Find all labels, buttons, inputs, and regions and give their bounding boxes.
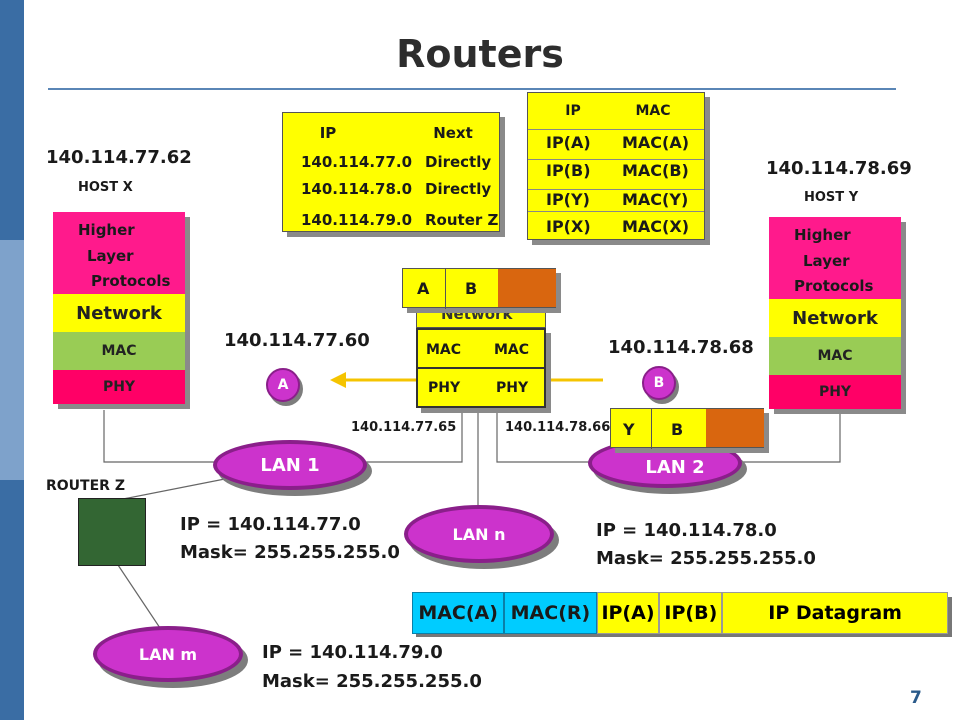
arp-header-ip: IP [565, 103, 581, 119]
frame: MAC(A) MAC(R) IP(A) IP(B) IP Datagram [412, 592, 948, 634]
arp-row-3-mac: MAC(Y) [622, 190, 689, 209]
host-x-mac-layer: MAC [53, 332, 185, 370]
routerz-lanm-line [117, 564, 161, 629]
frame-ip-a: IP(A) [596, 592, 660, 634]
router-z-label: ROUTER Z [46, 478, 125, 494]
routing-row-3-next: Router Z [425, 211, 499, 229]
router-packet-ab: A B [402, 268, 556, 309]
router-mac-phy-divider [418, 367, 544, 369]
router-packet-orange [498, 269, 556, 307]
router-mac-right: MAC [494, 342, 530, 358]
page-number: 7 [910, 688, 922, 708]
host-x-network-layer: Network [53, 294, 185, 332]
router-phy-left: PHY [428, 380, 461, 396]
arp-row-divider-3 [528, 189, 704, 190]
router-packet-divider-1 [445, 269, 446, 309]
hosty-lan2-line [740, 410, 841, 463]
routing-row-2-ip: 140.114.78.0 [301, 180, 413, 198]
host-x-higher-text-2: Layer [87, 247, 134, 265]
host-y-higher-text-1: Higher [794, 226, 851, 244]
packet-yb-divider [651, 409, 652, 449]
title-divider [48, 88, 896, 90]
arp-row-3-ip: IP(Y) [546, 190, 590, 209]
host-y-higher-layer: Higher Layer Protocols [769, 217, 901, 299]
frame-ip-b: IP(B) [659, 592, 723, 634]
routing-row-2-next: Directly [425, 180, 492, 198]
arp-header-mac: MAC [635, 103, 671, 119]
host-x-stack: Higher Layer Protocols Network MAC PHY [53, 212, 185, 404]
packet-y-label: Y [623, 420, 635, 439]
arp-row-divider-1 [528, 129, 704, 130]
router-left-iface-ip: 140.114.77.65 [351, 420, 457, 435]
router-z-box [78, 498, 146, 566]
routing-header-next: Next [433, 124, 473, 142]
arp-row-divider-4 [528, 211, 704, 212]
hostx-lan1-line [103, 410, 225, 463]
host-y-higher-text-2: Layer [803, 252, 850, 270]
lan-n-ellipse: LAN n [404, 505, 554, 563]
node-b-marker: B [642, 366, 676, 400]
host-x-higher-text-1: Higher [78, 221, 135, 239]
arp-row-2-ip: IP(B) [546, 161, 591, 180]
arp-row-divider-2 [528, 159, 704, 160]
frame-mac-a: MAC(A) [412, 592, 505, 634]
host-y-stack: Higher Layer Protocols Network MAC PHY [769, 217, 901, 409]
sidebar-band-light [0, 240, 24, 480]
host-y-network-layer: Network [769, 299, 901, 337]
lan-m-subnet-ip: IP = 140.114.79.0 [262, 642, 443, 663]
arp-row-1-ip: IP(A) [546, 133, 591, 152]
lan-1-ellipse: LAN 1 [213, 440, 367, 490]
routerz-lan1-line [117, 475, 241, 501]
lan-1-subnet-mask: Mask= 255.255.255.0 [180, 542, 400, 563]
arp-table: IP MAC IP(A) MAC(A) IP(B) MAC(B) IP(Y) M… [527, 92, 705, 240]
routing-row-1-ip: 140.114.77.0 [301, 153, 413, 171]
routing-header-ip: IP [319, 124, 337, 142]
routing-row-1-next: Directly [425, 153, 492, 171]
host-x-phy-layer: PHY [53, 370, 185, 404]
routing-row-3-ip: 140.114.79.0 [301, 211, 413, 229]
lan-1-subnet-ip: IP = 140.114.77.0 [180, 514, 361, 535]
slide-title: Routers [396, 32, 564, 76]
host-y-mac-layer: MAC [769, 337, 901, 375]
host-x-ip: 140.114.77.62 [46, 147, 192, 168]
router-right-iface-ip: 140.114.78.66 [505, 420, 611, 435]
host-y-ip: 140.114.78.69 [766, 158, 912, 179]
arp-row-4-mac: MAC(X) [622, 217, 690, 236]
arp-row-1-mac: MAC(A) [622, 133, 690, 152]
packet-yb: Y B [610, 408, 764, 449]
node-a-ip: 140.114.77.60 [224, 330, 370, 351]
lan-2-label: LAN 2 [645, 456, 705, 478]
router-lan1-line [360, 410, 463, 463]
router-lann-line [496, 410, 600, 463]
routing-table: IP Next 140.114.77.0 Directly 140.114.78… [282, 112, 500, 232]
arrow-head [330, 372, 346, 388]
lan-m-ellipse: LAN m [93, 626, 243, 682]
node-b-ip: 140.114.78.68 [608, 337, 754, 358]
router-packet-a: A [417, 279, 430, 298]
frame-ip-datagram: IP Datagram [722, 592, 948, 634]
packet-yb-orange [706, 409, 764, 447]
host-y-phy-layer: PHY [769, 375, 901, 409]
router-network-label: Network [441, 305, 513, 323]
frame-mac-r: MAC(R) [504, 592, 597, 634]
host-y-higher-text-3: Protocols [794, 277, 874, 295]
lan-2-subnet-ip: IP = 140.114.78.0 [596, 520, 777, 541]
lan-m-subnet-mask: Mask= 255.255.255.0 [262, 671, 482, 692]
arp-row-4-ip: IP(X) [546, 217, 591, 236]
router-packet-b: B [465, 279, 478, 298]
host-x-name: HOST X [78, 180, 133, 195]
router-mac-phy: MAC MAC PHY PHY [416, 328, 546, 408]
host-y-name: HOST Y [804, 190, 859, 205]
arp-row-2-mac: MAC(B) [622, 161, 689, 180]
packet-b-label: B [671, 420, 684, 439]
router-phy-right: PHY [496, 380, 529, 396]
router-mac-left: MAC [426, 342, 462, 358]
host-x-higher-text-3: Protocols [91, 272, 171, 290]
node-a-marker: A [266, 368, 300, 402]
lan-2-subnet-mask: Mask= 255.255.255.0 [596, 548, 816, 569]
host-x-higher-layer: Higher Layer Protocols [53, 212, 185, 294]
